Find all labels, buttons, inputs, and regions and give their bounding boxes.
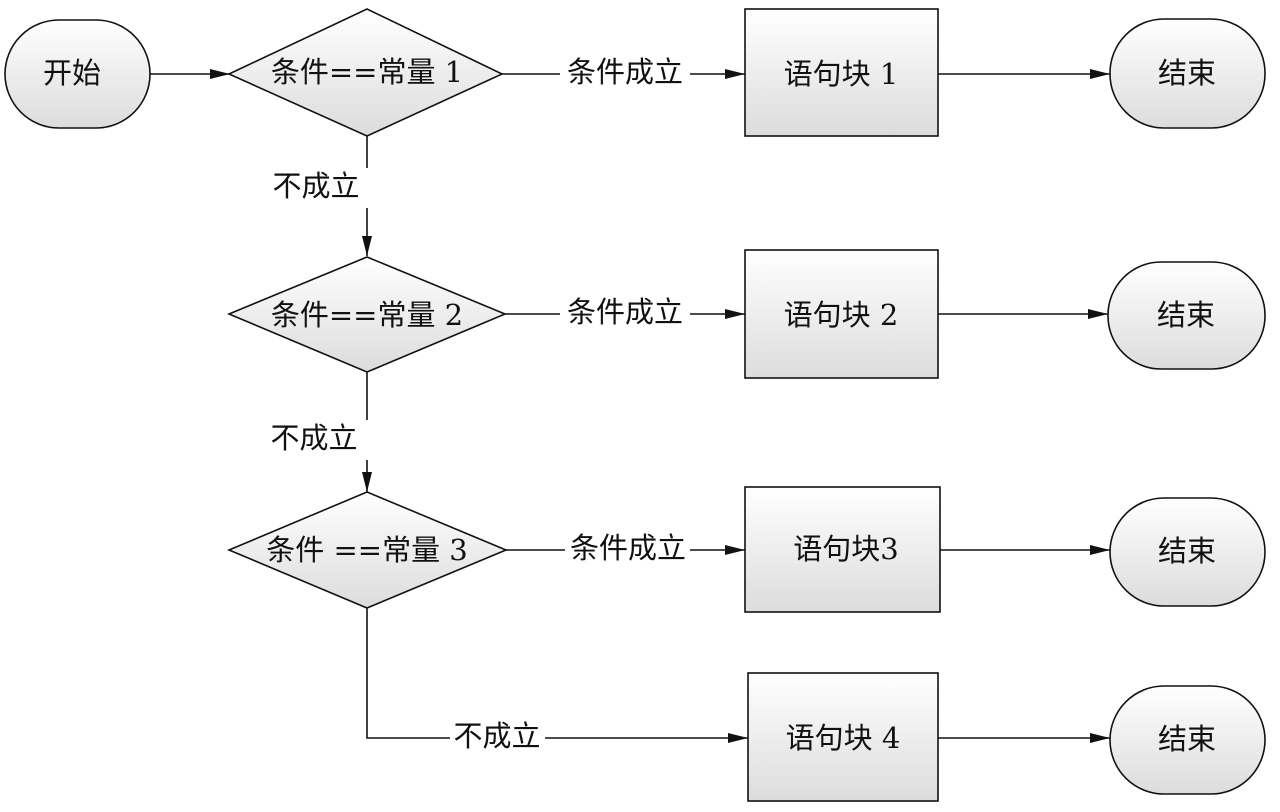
yes2-label: 条件成立 xyxy=(567,295,683,329)
cond1-diamond xyxy=(227,8,504,137)
block3-box xyxy=(744,486,941,613)
cond1-label: 条件==常量 1 xyxy=(271,55,463,89)
block4-label: 语句块 4 xyxy=(786,721,901,755)
end3-terminal xyxy=(1109,497,1266,607)
no1-label: 不成立 xyxy=(272,169,359,203)
block2-box xyxy=(744,249,939,379)
end3-label: 结束 xyxy=(1158,534,1216,568)
block1-box xyxy=(744,8,939,137)
cond3-diamond xyxy=(226,491,509,609)
no3-label: 不成立 xyxy=(453,719,540,753)
block1-label: 语句块 1 xyxy=(784,57,899,91)
block2-label: 语句块 2 xyxy=(784,298,899,332)
cond3-label: 条件 ==常量 3 xyxy=(266,533,468,567)
end4-label: 结束 xyxy=(1158,722,1216,756)
start-terminal xyxy=(4,19,151,129)
cond2-label: 条件==常量 2 xyxy=(271,298,463,332)
end2-terminal xyxy=(1107,261,1266,370)
end1-label: 结束 xyxy=(1158,56,1216,90)
block4-box xyxy=(747,672,939,802)
block3-label: 语句块3 xyxy=(793,532,898,566)
yes1-label: 条件成立 xyxy=(567,55,683,89)
end4-terminal xyxy=(1109,685,1266,795)
line-cond3-no xyxy=(366,608,450,739)
yes3-label: 条件成立 xyxy=(570,531,686,565)
no2-label: 不成立 xyxy=(270,421,357,455)
end1-terminal xyxy=(1109,18,1266,129)
cond2-diamond xyxy=(226,256,508,373)
start-label: 开始 xyxy=(43,56,101,90)
end2-label: 结束 xyxy=(1157,298,1215,332)
